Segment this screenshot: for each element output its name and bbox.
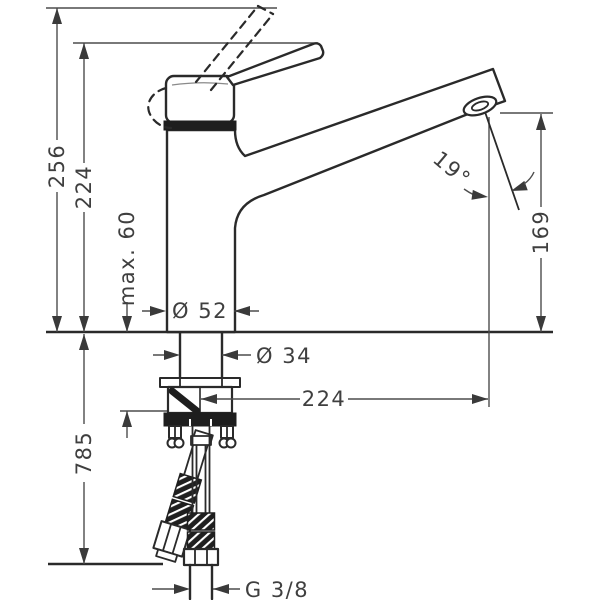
supply-hose-straight: [182, 426, 220, 600]
nut-notches: [189, 419, 212, 426]
mounting-hardware: [159, 331, 241, 449]
washer-ticks: [179, 378, 223, 387]
dimension-hose-length: 785: [72, 334, 96, 564]
clamp-nut: [163, 412, 237, 427]
dim-label-spout-reach: 224: [302, 387, 347, 411]
dimension-thread: G 3/8: [152, 578, 309, 600]
shank: [178, 331, 224, 380]
thread-pipe: [188, 563, 214, 600]
stream-angle-line: [483, 108, 520, 211]
dimension-outlet-height: 169: [529, 114, 553, 332]
dim-label-thread: G 3/8: [245, 578, 309, 600]
dimension-shank-diameter: Ø 34: [153, 344, 312, 368]
dim-label-outlet-height: 169: [529, 210, 553, 255]
dimension-spout-reach: 224: [201, 387, 488, 411]
dim-label-shank-diameter: Ø 34: [256, 344, 312, 368]
housing-rim-line: [171, 82, 229, 86]
aerator: [462, 95, 498, 117]
lever-raised-dashed: [147, 4, 275, 130]
washer-plate: [159, 377, 241, 388]
dimension-base-diameter: Ø 52: [142, 299, 259, 323]
dimension-body-height: 224: [72, 43, 96, 332]
supply-hose-angled: [152, 429, 214, 563]
joint-band: [163, 120, 237, 131]
dimension-max-mounting: max. 60: [115, 210, 139, 438]
dim-label-total-height: 256: [45, 144, 69, 189]
dim-label-stream-angle: 19°: [428, 146, 475, 191]
dim-label-body-height: 224: [72, 165, 96, 210]
dimension-total-height: 256: [45, 8, 69, 332]
dimension-stream-angle: 19°: [428, 146, 535, 200]
dim-label-max-mounting: max. 60: [115, 210, 139, 306]
reference-lines: [46, 7, 553, 566]
dim-label-base-diameter: Ø 52: [172, 299, 228, 323]
lever-handle: [225, 42, 325, 87]
mounting-studs: [166, 425, 237, 449]
dim-label-hose-length: 785: [72, 431, 96, 476]
clamp-wedge: [168, 387, 201, 415]
faucet-body: [147, 4, 507, 334]
